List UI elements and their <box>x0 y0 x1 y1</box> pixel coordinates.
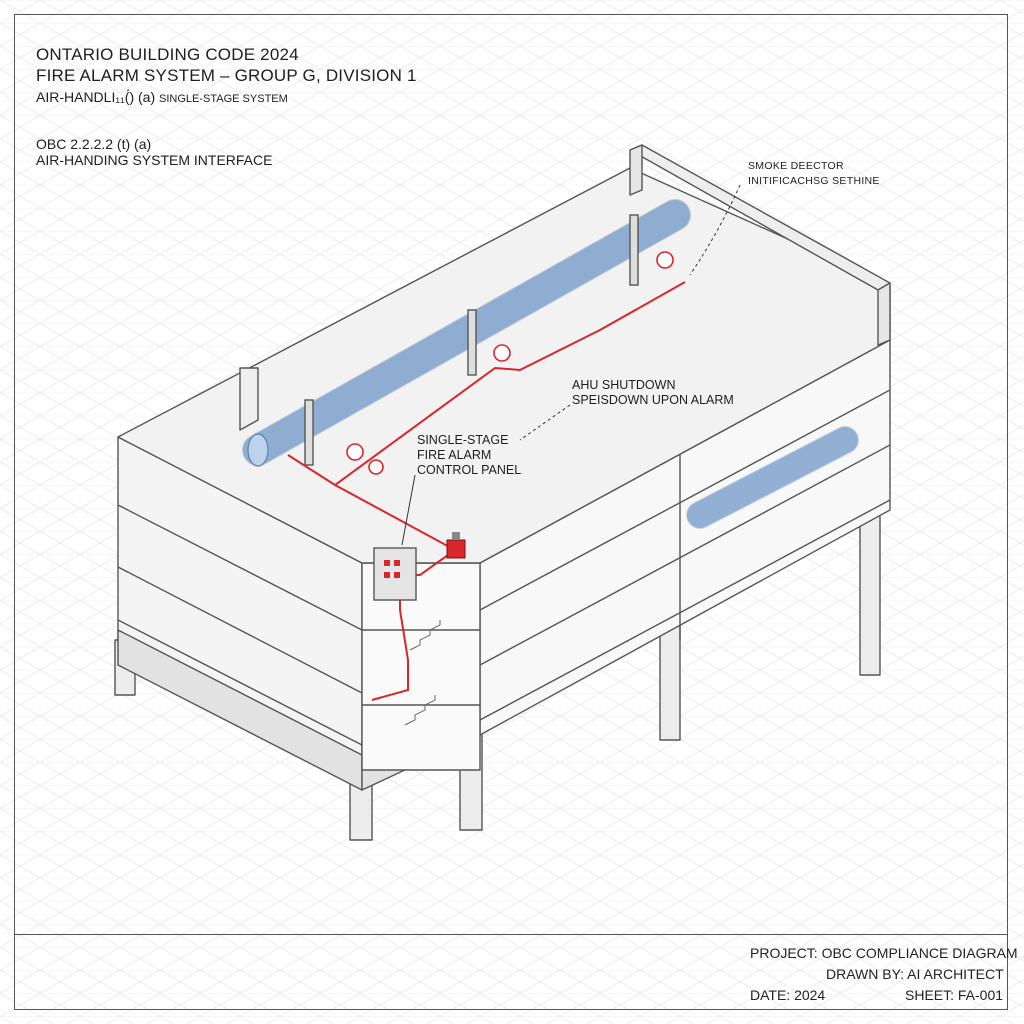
duct-body <box>243 200 690 465</box>
duct-support <box>629 214 639 286</box>
title-block-date: DATE: 2024 <box>750 987 826 1003</box>
smoke-detector-icon <box>656 251 674 269</box>
drawing-subtitle: AIR-HANDLI₁₁(́) (a) SINGLE-STAGE SYSTEM <box>36 88 288 108</box>
callout-ahu-shutdown-line2: SPEISDOWN UPON ALARM <box>572 393 734 407</box>
floor-line <box>117 566 363 694</box>
interior-air-duct <box>686 426 859 529</box>
title-block-drawn-by: DRAWN BY: AI ARCHITECT <box>826 966 1004 982</box>
floor-slab <box>479 444 891 666</box>
stairs <box>404 620 441 726</box>
title-block: PROJECT: OBC COMPLIANCE DIAGRAM DRAWN BY… <box>14 934 1018 1011</box>
title-block-sheet: SHEET: FA-001 <box>905 987 1004 1003</box>
floor-line <box>117 619 363 746</box>
duct-outline <box>686 426 859 529</box>
subtitle-small: SINGLE-STAGE SYSTEM <box>159 93 288 105</box>
duct-outline <box>242 199 691 466</box>
smoke-detector-icon <box>493 344 511 362</box>
callout-control-panel-line3: CONTROL PANEL <box>417 463 522 477</box>
alarm-device-icon <box>368 459 384 475</box>
relay-cap <box>452 532 460 540</box>
panel-indicator <box>394 560 400 566</box>
rooftop-air-duct <box>242 199 691 467</box>
code-reference-clause: OBC 2.2.2.2 (t) (a) <box>36 136 152 152</box>
drawing-title-line2: FIRE ALARM SYSTEM – GROUP G, DIVISION 1 <box>36 66 417 85</box>
callout-leader-ahu-shutdown <box>519 404 571 441</box>
stair-flight <box>404 695 436 726</box>
parapet-wall <box>629 144 643 196</box>
parapet-wall <box>877 282 891 346</box>
callout-control-panel-line2: FIRE ALARM <box>417 448 492 462</box>
floor-slab <box>479 499 891 721</box>
duct-support <box>304 399 314 466</box>
callout-leader-smoke-detector <box>689 184 741 276</box>
drawing-border <box>14 14 1008 1010</box>
callout-control-panel-line1: SINGLE-STAGE <box>417 433 509 447</box>
subtitle-main: AIR-HANDLI₁₁(́) (a) <box>36 89 156 105</box>
drawing-title-line1: ONTARIO BUILDING CODE 2024 <box>36 45 299 64</box>
alarm-wiring <box>287 281 686 487</box>
callout-smoke-detector-line2: INITIFICACHSG SETHINE <box>748 175 880 187</box>
column <box>859 504 881 676</box>
floor-slab <box>479 389 891 611</box>
duct-end-cap <box>247 433 269 467</box>
panel-indicator <box>384 560 390 566</box>
panel-indicator <box>394 572 400 578</box>
parapet-wall <box>239 367 259 431</box>
panel-indicator <box>384 572 390 578</box>
floor-line <box>117 504 363 631</box>
callout-smoke-detector-line1: SMOKE DEECTOR <box>748 160 844 172</box>
smoke-detector-icon <box>346 443 364 461</box>
duct-body <box>687 427 858 528</box>
callout-leader-control-panel <box>401 474 416 546</box>
relay-body <box>446 539 466 559</box>
duct-support <box>467 309 477 376</box>
callout-ahu-shutdown-line1: AHU SHUTDOWN <box>572 378 676 392</box>
title-block-project: PROJECT: OBC COMPLIANCE DIAGRAM <box>750 945 1018 961</box>
ahu-shutdown-relay <box>446 532 466 559</box>
fire-alarm-control-panel <box>373 547 417 601</box>
panel-enclosure <box>373 547 417 601</box>
code-reference-description: AIR-HANDING SYSTEM INTERFACE <box>36 152 273 168</box>
stair-flight <box>409 620 441 651</box>
